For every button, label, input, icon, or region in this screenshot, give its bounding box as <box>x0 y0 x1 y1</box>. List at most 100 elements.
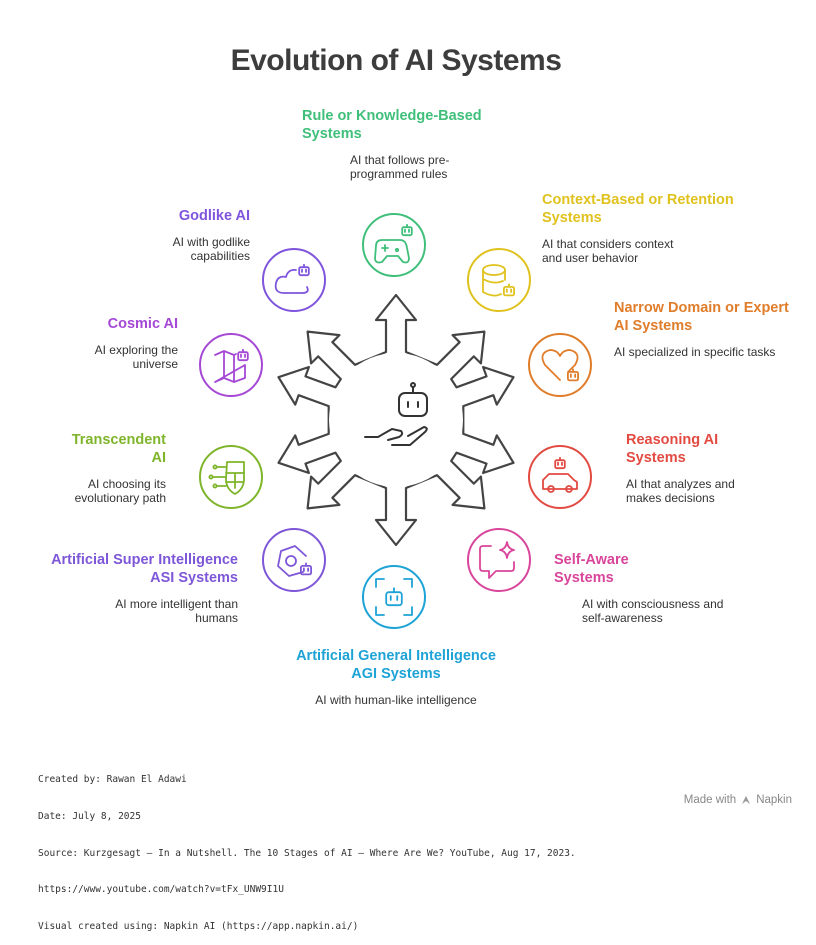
stage-description-line: evolutionary path <box>74 491 166 505</box>
stage-description-line: and user behavior <box>542 251 639 265</box>
stage-title-line: AGI Systems <box>351 666 441 682</box>
stage-label: Narrow Domain or Expert AI Systems AI spec… <box>614 299 816 359</box>
center-hub <box>329 353 463 487</box>
database-robot-icon <box>482 264 515 297</box>
stage-description: AI with human-like intelligence <box>290 693 502 707</box>
stage-title-line: Godlike AI <box>178 208 250 224</box>
stage-title-line: Cosmic AI <box>107 316 178 332</box>
stage-title-line: ASI Systems <box>150 570 238 586</box>
stage-title-line: Transcendent <box>71 432 166 448</box>
stage-circle <box>262 528 326 592</box>
stage-title: Cosmic AI <box>0 315 178 333</box>
credit-line: Visual created using: Napkin AI (https:/… <box>38 920 359 932</box>
brand-label: Napkin <box>756 794 792 806</box>
stage-circle <box>362 565 426 629</box>
stage-description-line: AI more intelligent than <box>115 597 238 611</box>
stage-description-line: AI choosing its <box>87 477 166 491</box>
stage-title-line: Artificial General Intelligence <box>296 648 496 664</box>
stage-description: AI specialized in specific tasks <box>614 345 816 359</box>
stage-circle <box>199 445 263 509</box>
stage-description-line: AI specialized in specific tasks <box>614 345 776 359</box>
stage-title: Godlike AI <box>40 207 250 225</box>
stage-description-line: universe <box>132 357 178 371</box>
car-robot-icon <box>542 456 578 493</box>
stage-description-line: AI that follows pre- <box>350 153 450 167</box>
stage-title-line: Reasoning AI <box>626 432 719 448</box>
stage-description-line: AI with consciousness and <box>582 597 724 611</box>
stage-circle <box>362 213 426 277</box>
stage-title-line: Systems <box>542 210 602 226</box>
hexagon-robot-icon <box>277 545 312 577</box>
stage-circle <box>467 248 531 312</box>
stage-description-line: capabilities <box>190 249 250 263</box>
credit-line: Date: July 8, 2025 <box>38 811 141 823</box>
made-with-napkin[interactable]: Made with Napkin <box>684 794 792 806</box>
stage-title-line: Systems <box>554 570 614 586</box>
chat-sparkle-icon <box>479 541 515 579</box>
heart-robot-icon <box>541 349 580 382</box>
made-with-label: Made with <box>683 794 737 806</box>
stage-circle <box>262 248 326 312</box>
stage-title-line: AI <box>151 450 167 466</box>
credit-line: https://www.youtube.com/watch?v=tFx_UNW9… <box>38 884 284 896</box>
stage-description: AI that follows pre-programmed rules <box>350 153 512 181</box>
napkin-logo-icon <box>742 796 751 804</box>
stage-title-line: Context-Based or Retention <box>542 192 734 208</box>
robot-hand-icon <box>364 382 428 446</box>
page-title: Evolution of AI Systems <box>230 44 562 77</box>
stage-description-line: AI exploring the <box>94 343 178 357</box>
stage-description-line: AI that considers context <box>542 237 674 251</box>
stage-title-line: Artificial Super Intelligence <box>51 552 238 568</box>
circuit-shield-icon <box>208 461 245 495</box>
stage-title: Narrow Domain or Expert AI Systems <box>614 299 816 335</box>
stage-title-line: Systems <box>302 126 362 142</box>
gamepad-robot-icon <box>374 223 413 264</box>
stage-title-line: Narrow Domain or Expert <box>614 300 789 316</box>
credit-line: Created by: Rawan El Adawi <box>38 774 187 786</box>
stage-description-line: AI with godlike <box>172 235 250 249</box>
stage-description-line: AI that analyzes and <box>626 477 735 491</box>
evolution-diagram <box>199 213 592 629</box>
stage-title-line: Systems <box>626 450 686 466</box>
stage-circle <box>528 333 592 397</box>
stage-description-line: makes decisions <box>626 491 715 505</box>
stage-title-line: AI Systems <box>614 318 693 334</box>
stage-description-line: AI with human-like intelligence <box>315 693 477 707</box>
credits: Created by: Rawan El Adawi Date: July 8,… <box>38 750 576 945</box>
stage-circle <box>528 445 592 509</box>
stage-circle <box>467 528 531 592</box>
stage-description-line: humans <box>195 611 238 625</box>
stage-description-line: self-awareness <box>582 611 663 625</box>
stage-title-line: Rule or Knowledge-Based <box>302 108 482 124</box>
credit-line: Source: Kurzgesagt – In a Nutshell. The … <box>38 847 576 859</box>
robot-frame-icon <box>375 578 413 616</box>
stage-title: Reasoning AI Systems <box>626 431 816 467</box>
map-robot-icon <box>214 348 249 383</box>
stage-circle <box>199 333 263 397</box>
cloud-robot-icon <box>274 263 310 294</box>
stage-title-line: Self-Aware <box>554 552 629 568</box>
stage-description-line: programmed rules <box>350 167 448 181</box>
